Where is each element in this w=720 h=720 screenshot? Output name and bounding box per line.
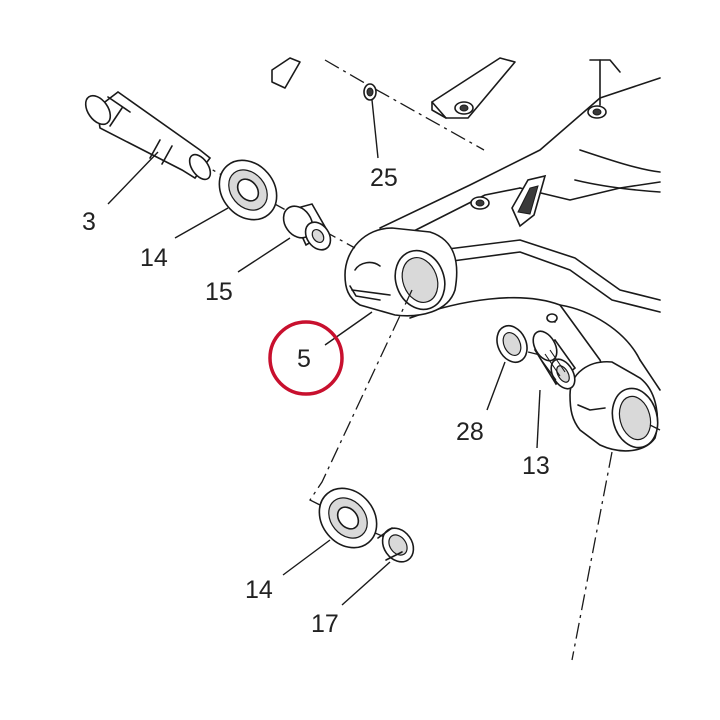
frame-outline <box>271 57 661 391</box>
screw-part-25 <box>363 83 377 101</box>
leader-lines <box>107 99 541 606</box>
callout-14-top: 14 <box>140 244 168 272</box>
pivot-shaft-part-3 <box>84 91 212 181</box>
callout-3: 3 <box>82 208 96 236</box>
bearing-part-14-top <box>218 159 278 221</box>
needle-bearing-part-13 <box>532 330 577 390</box>
callout-25: 25 <box>370 164 398 192</box>
swingarm-pivot-boss <box>344 227 458 317</box>
callout-5: 5 <box>297 345 311 373</box>
seal-part-17 <box>377 527 415 563</box>
highlight-circle <box>268 320 344 396</box>
callout-14-bottom: 14 <box>245 576 273 604</box>
spacer-part-15 <box>282 203 332 251</box>
bearing-part-14-bottom <box>318 487 378 549</box>
callout-13: 13 <box>522 452 550 480</box>
washer-part-28 <box>496 324 528 364</box>
callout-17: 17 <box>311 610 339 638</box>
callout-28: 28 <box>456 418 484 446</box>
swingarm-lower-boss <box>569 361 659 452</box>
callout-15: 15 <box>205 278 233 306</box>
